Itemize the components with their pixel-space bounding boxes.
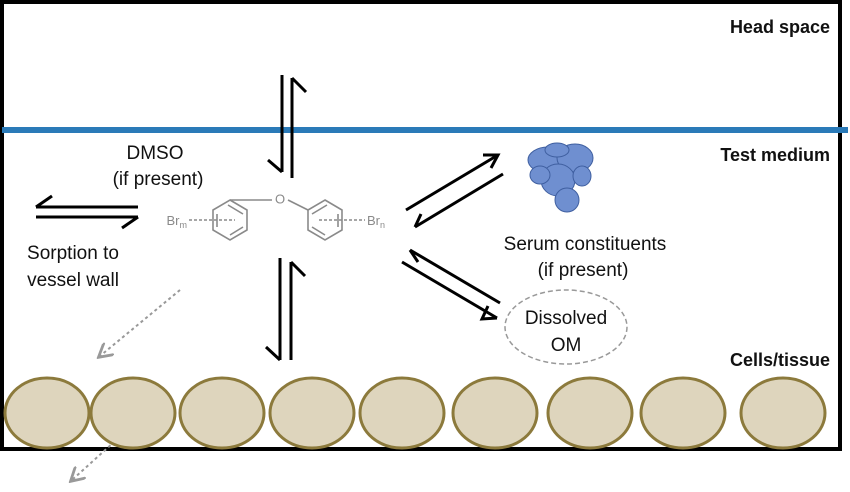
vessel-outline xyxy=(0,0,842,451)
sorption-label-line2: vessel wall xyxy=(27,270,119,291)
dissolved-om-boundary xyxy=(504,289,628,365)
head-space-label: Head space xyxy=(730,17,830,37)
oxygen-atom: O xyxy=(275,191,285,206)
cell-layer xyxy=(3,376,827,450)
test-medium-label: Test medium xyxy=(720,145,830,165)
serum-label-line1: Serum constituents xyxy=(504,234,667,255)
dmso-label-line1: DMSO xyxy=(127,143,184,164)
cell xyxy=(358,376,446,450)
sorption-label-line1: Sorption to xyxy=(27,243,119,264)
equilibrium-arrows-serum xyxy=(405,153,504,229)
bromine-left-subscript: m xyxy=(180,220,188,230)
equilibrium-arrows-headspace xyxy=(267,75,308,178)
dmso-label-line2: (if present) xyxy=(113,169,204,190)
protein-icon xyxy=(527,142,594,213)
cells-tissue-label: Cells/tissue xyxy=(730,350,830,370)
serum-label-line2: (if present) xyxy=(538,260,629,281)
cell xyxy=(546,376,634,450)
cell xyxy=(89,376,177,450)
bromine-left-symbol: Br xyxy=(167,213,181,228)
cell xyxy=(639,376,727,450)
bromine-right-symbol: Br xyxy=(367,213,381,228)
bromine-right-label: Brn xyxy=(367,213,385,230)
pbde-molecule xyxy=(189,199,365,241)
bromine-left-label: Brm xyxy=(167,213,188,230)
equilibrium-arrows-cells xyxy=(264,258,307,362)
cell xyxy=(451,376,539,450)
loss-arrow-upper xyxy=(100,289,181,356)
dissolved-om-label-line2: OM xyxy=(551,335,582,356)
cell xyxy=(178,376,266,450)
bromine-right-subscript: n xyxy=(380,220,385,230)
cell xyxy=(3,376,91,450)
equilibrium-arrows-dom xyxy=(401,248,501,321)
equilibrium-arrows-wall xyxy=(35,194,139,230)
dissolved-om-label-line1: Dissolved xyxy=(525,308,607,329)
cell xyxy=(268,376,356,450)
cell xyxy=(739,376,827,450)
